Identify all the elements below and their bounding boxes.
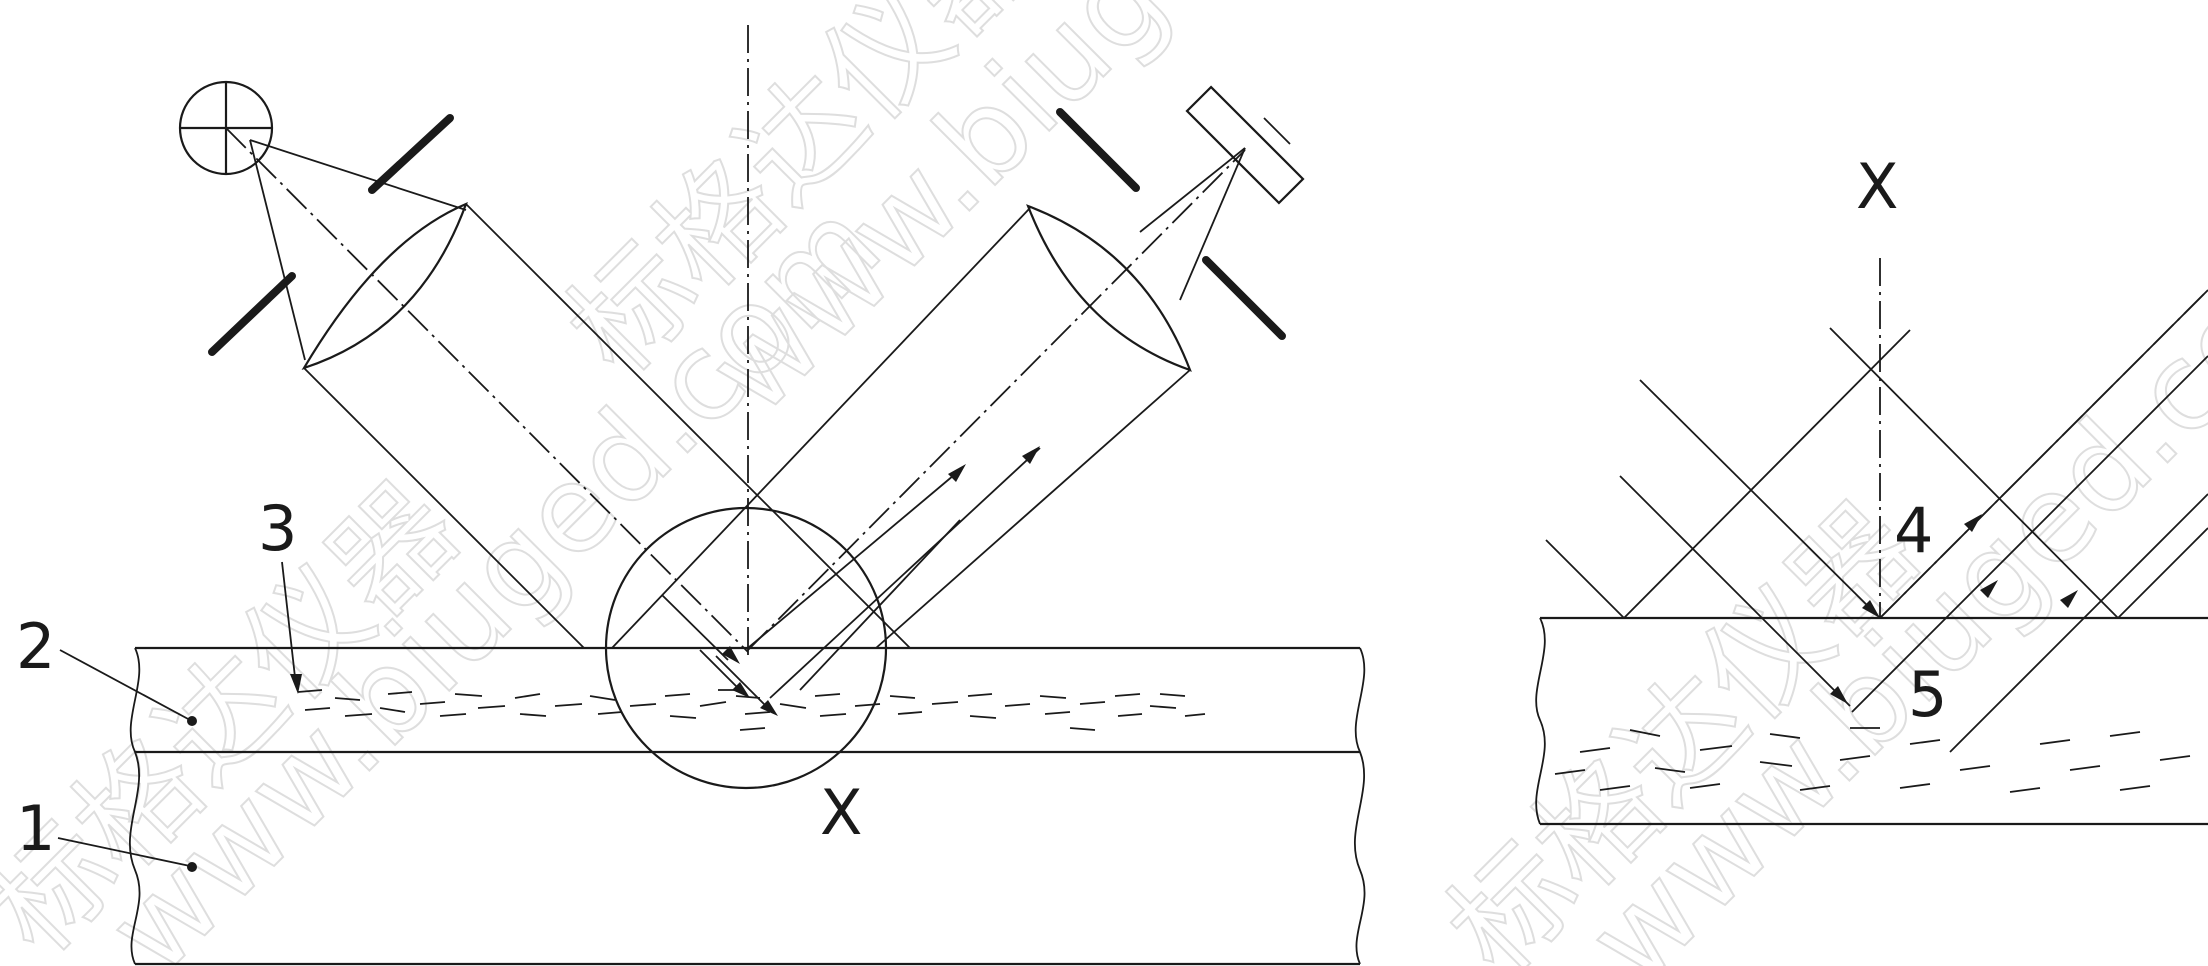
reflected-axis [747, 149, 1246, 651]
source-cone-lower [249, 139, 306, 361]
detail-arrowhead-reflected-2 [1980, 580, 1998, 598]
label-x-circle: X [820, 776, 862, 849]
label-5: 5 [1908, 658, 1947, 731]
source-cone-upper [249, 139, 467, 211]
detail-ray-d [1623, 329, 1911, 619]
receiver-lens [1026, 204, 1192, 372]
detail-ray-i [2117, 527, 2208, 619]
detail-arrowhead-reflected-3 [2060, 590, 2078, 608]
leader-1 [57, 837, 191, 867]
reflected-arrowhead-1 [948, 464, 966, 482]
source-aperture-upper [368, 114, 454, 194]
incident-ray-2 [699, 649, 743, 693]
receiver-cone-upper [1139, 147, 1246, 233]
receiver-cone-lower [1179, 147, 1246, 301]
incident-ray-1 [661, 594, 729, 661]
detail-arrowhead-incident-1 [1862, 600, 1880, 618]
leader-2-dot [187, 716, 197, 726]
receiver-aperture-lower [1202, 256, 1286, 340]
incident-beam-lower [303, 367, 585, 649]
label-x-detail: X [1856, 150, 1898, 223]
label-1: 1 [16, 792, 55, 865]
incident-arrowhead-3 [760, 700, 778, 716]
detail-flake-particles [1554, 727, 2191, 793]
left-figure: 2 1 3 X [16, 25, 1366, 966]
watermark-url-2: www.biuged.com [82, 176, 907, 966]
incident-arrowhead-1 [722, 646, 740, 664]
detail-ray-h [1949, 493, 2208, 753]
receiver-aperture-upper [1056, 108, 1140, 192]
detail-ray-e [1829, 327, 2119, 619]
detail-ray-a [1545, 539, 1625, 619]
detail-ray-f [1851, 355, 2208, 713]
label-3: 3 [258, 492, 297, 565]
detector-icon [1185, 85, 1305, 205]
detail-ray-b [1619, 475, 1851, 707]
leader-3-arrowhead [290, 674, 302, 694]
incident-arrowhead-2 [732, 682, 750, 698]
flake-particles [297, 689, 1206, 731]
reflected-ray-2 [769, 447, 1041, 699]
source-aperture-lower [208, 272, 296, 356]
right-figure: X 4 5 [1535, 150, 2208, 826]
detail-reflected-axis [1879, 289, 2208, 619]
leader-2 [59, 649, 191, 721]
right-break-edge [1354, 647, 1366, 965]
detail-ray-c [1639, 379, 1881, 619]
incident-axis [225, 127, 749, 653]
leader-1-dot [187, 862, 197, 872]
reflected-ray-1 [747, 469, 961, 649]
reflected-ray-3 [799, 519, 961, 691]
label-4: 4 [1894, 494, 1933, 567]
detail-arrowhead-reflected-4 [1964, 514, 1982, 532]
incident-ray-3 [715, 655, 773, 713]
reflected-beam-lower [875, 369, 1191, 649]
detail-arrowhead-incident-2 [1830, 686, 1848, 704]
left-break-edge [129, 647, 141, 965]
reflected-arrowhead-2 [1022, 446, 1040, 464]
label-2: 2 [16, 610, 55, 683]
leader-3 [281, 561, 297, 687]
reflected-beam-upper [611, 207, 1031, 649]
detail-break-edge [1535, 617, 1546, 825]
